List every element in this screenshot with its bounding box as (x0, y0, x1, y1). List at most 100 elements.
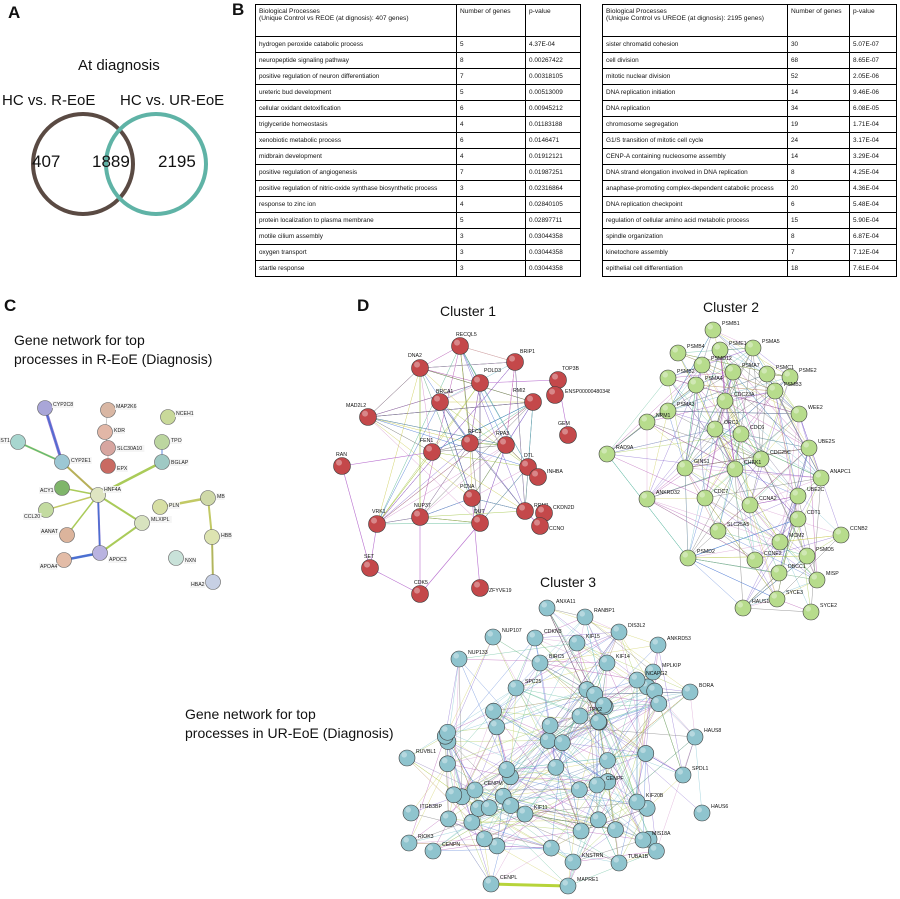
venn-overlap-count: 1889 (92, 152, 130, 171)
cluster2-node: CDT1 (789, 510, 821, 528)
cluster3-node: MAPRE1 (559, 877, 598, 895)
network-c-node-label: NXN (185, 558, 196, 564)
table-left-gene-count: 3 (456, 228, 526, 245)
table-right-p-value: 4.36E-04 (849, 180, 897, 197)
cluster2-node-label: PSME2 (799, 368, 817, 374)
cluster1-node-label: GEM (558, 421, 570, 427)
table-left-gene-count: 3 (456, 180, 526, 197)
network-c-node: PLN (152, 499, 180, 515)
cluster3-node (539, 732, 557, 749)
table-right-process: regulation of cellular amino acid metabo… (602, 212, 788, 229)
cluster1-node-label: VRK1 (372, 509, 386, 515)
cluster3-node (439, 755, 456, 773)
cluster3-node-label: MAPRE1 (577, 877, 598, 883)
table-left-process: positive regulation of nitric-oxide synt… (255, 180, 457, 197)
cluster2-node-label: CCNE2 (764, 551, 782, 557)
cluster3-node-label: KIF14 (616, 654, 630, 660)
panel-c-caption-line1: Gene network for top (14, 332, 145, 348)
cluster3-node (590, 713, 607, 731)
table-right-p-value: 1.71E-04 (849, 116, 897, 133)
network-c: CYP2C8MAP2K6NCEH1MGST1KDRTPOCYP2E1SLC30A… (0, 400, 232, 590)
cluster1-node-label: RECQL5 (456, 332, 477, 338)
table-right-p-value: 4.25E-04 (849, 164, 897, 181)
cluster2-node: PSME2 (781, 368, 817, 386)
network-c-node-label: MAP2K6 (116, 404, 137, 410)
table-right-process: DNA strand elongation involved in DNA re… (602, 164, 788, 181)
cluster3-node (488, 718, 505, 736)
cluster2-node-label: PSMA5 (762, 339, 780, 345)
panel-label-a: A (8, 3, 21, 22)
cluster3-node (599, 752, 616, 769)
table-right-process: kinetochore assembly (602, 244, 788, 261)
panel-d-caption-line2: processes in UR-EoE (Diagnosis) (185, 725, 394, 741)
cluster1-node: VRK1 (368, 509, 386, 533)
cluster2-node: PSMA4 (687, 376, 723, 394)
table-left-p-value: 0.00318105 (525, 68, 581, 85)
cluster3-node (547, 758, 565, 776)
cluster2-node-label: PSMB1 (722, 321, 740, 327)
cluster1-node: RAN (333, 452, 351, 475)
table-right-gene-count: 6 (787, 196, 850, 213)
cluster2-node-label: PSME1 (729, 341, 747, 347)
table-left-process: positive regulation of neuron differenti… (255, 68, 457, 85)
table-left-process: ureteric bud development (255, 84, 457, 101)
cluster2-node-label: MCM2 (789, 533, 804, 539)
table-left-process: triglyceride homeostasis (255, 116, 457, 133)
cluster2-node: PSMB4 (669, 344, 705, 362)
cluster1-node: RPA3 (496, 431, 515, 454)
cluster3-node (554, 734, 571, 752)
cluster3-node-label: RUVBL1 (416, 749, 436, 755)
table-left-process: xenobiotic metabolic process (255, 132, 457, 149)
panel-d-caption-line1: Gene network for top (185, 706, 316, 722)
cluster1-node-label: BRIP1 (520, 349, 535, 355)
cluster2-node: PSMB3 (766, 382, 802, 400)
table-left-p-value: 0.01912121 (525, 148, 581, 165)
network-c-node-label: APOA4 (40, 564, 57, 570)
cluster1-node: MAD2L2 (346, 403, 377, 426)
cluster1-node-label: CCNO (549, 526, 564, 532)
cluster3-node: KIF11 (516, 805, 548, 823)
network-c-node: TPO (154, 434, 182, 450)
table-right-process: anaphase-promoting complex-dependent cat… (602, 180, 788, 197)
cluster3-node (485, 702, 502, 720)
cluster2-node: PSMD12 (693, 356, 732, 374)
table-left-p-value: 0.00945212 (525, 100, 581, 117)
cluster2-node: MCM2 (771, 533, 804, 551)
cluster2-node: CDC23A (716, 392, 755, 410)
network-c-node-label: PLN (169, 503, 179, 509)
cluster3-node (502, 797, 520, 814)
cluster1-node: INHBA (529, 468, 563, 486)
table-right-p-value: 6.87E-04 (849, 228, 897, 245)
cluster1-node-label: FEN1 (420, 438, 433, 444)
cluster2-node: CHEK1 (726, 460, 761, 478)
cluster3-node-label: CENPF (606, 776, 624, 782)
table-left-gene-count: 8 (456, 52, 526, 69)
cluster3-node-label: KIF15 (586, 634, 600, 640)
network-c-node-label: AANAT (41, 529, 59, 535)
cluster1-node: FEN1 (420, 438, 441, 461)
venn-right-count: 2195 (158, 152, 196, 171)
table-right-gene-count: 8 (787, 164, 850, 181)
cluster2-node: UBE2S (800, 439, 836, 457)
network-c-node-label: HBB (221, 533, 232, 539)
table-right-genes-header: Number of genes (787, 4, 850, 37)
cluster3-node (439, 723, 456, 741)
cluster1-node-label: INHBA (547, 469, 563, 475)
cluster3-node (445, 786, 463, 804)
cluster2-node-label: CCNB2 (850, 526, 868, 532)
cluster1-node-label: TOP3B (562, 366, 579, 372)
cluster2-node-label: PSMC1 (776, 365, 794, 371)
cluster3-node (541, 717, 559, 734)
cluster3-node-label: CENPM (484, 781, 503, 787)
cluster3-node (440, 810, 457, 828)
cluster3-node (476, 830, 493, 848)
cluster3-node-label: SPDL1 (692, 766, 709, 772)
cluster3-node: KIF20B (628, 793, 664, 811)
table-right-gene-count: 24 (787, 132, 850, 149)
cluster3-node-label: RIOK3 (418, 834, 434, 840)
table-left-gene-count: 6 (456, 132, 526, 149)
